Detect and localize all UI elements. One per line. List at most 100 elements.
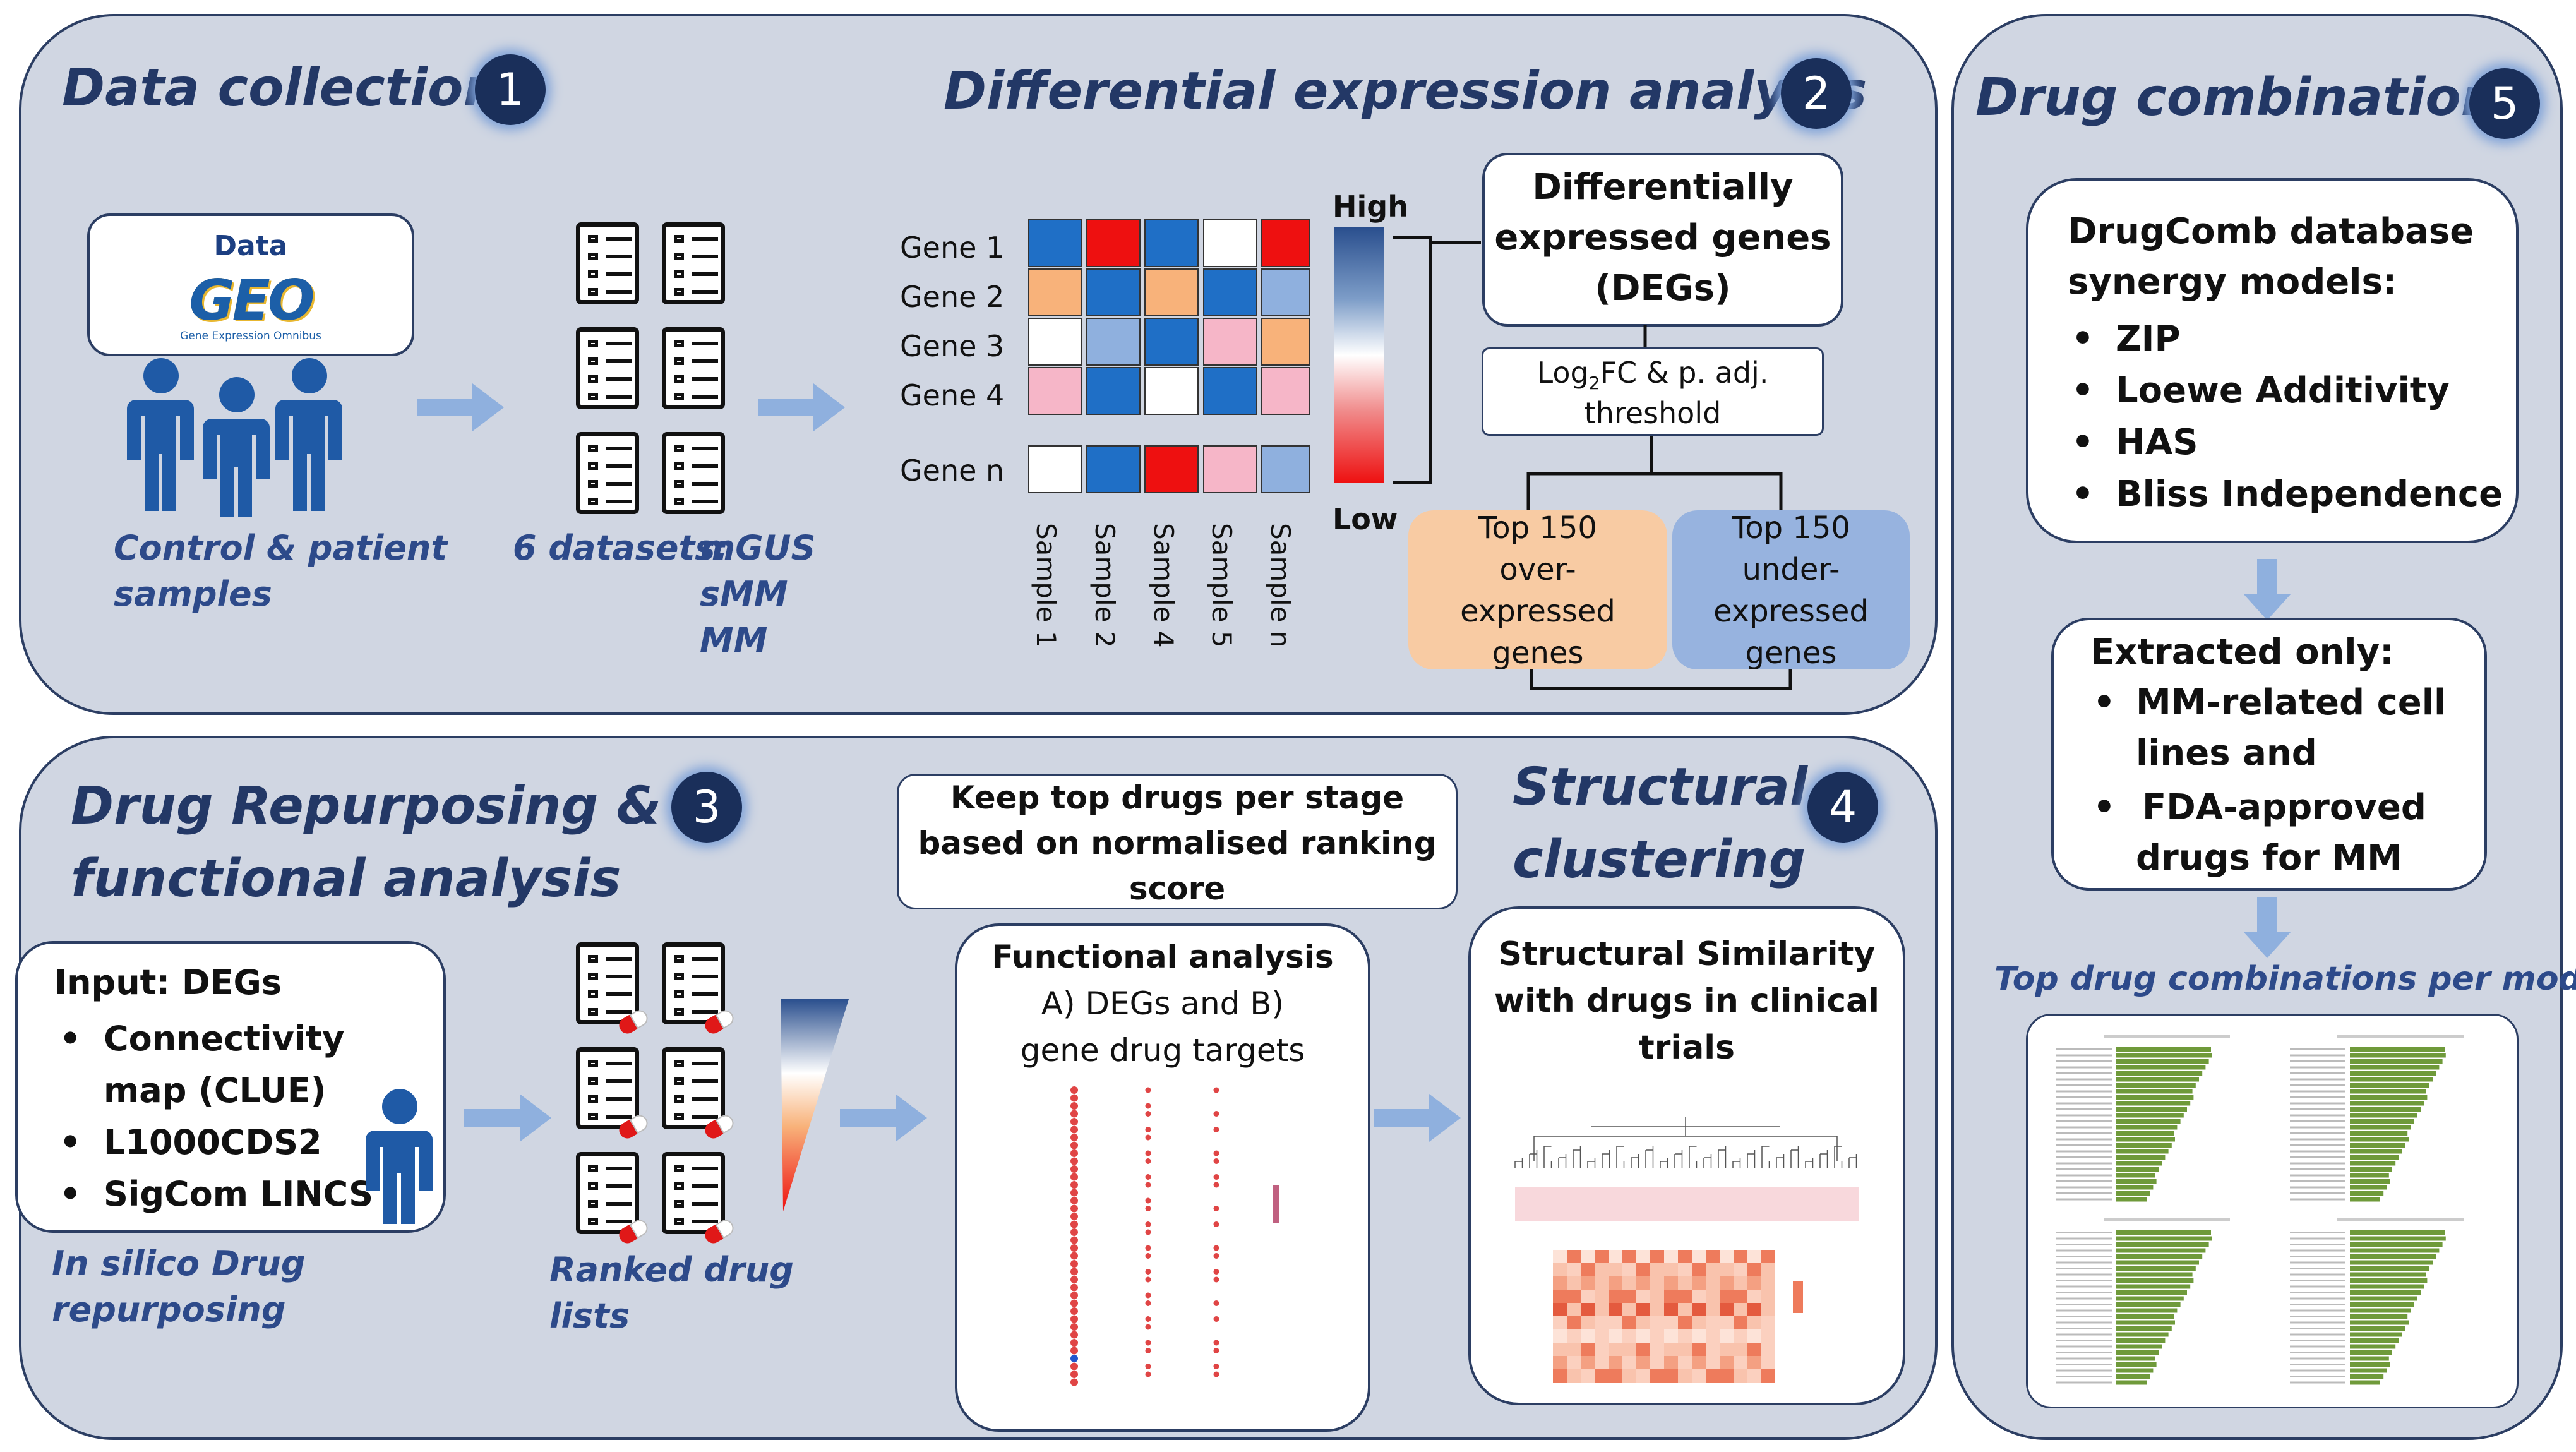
list-line-shape	[606, 1220, 632, 1223]
bar-thumbnail-bar	[2350, 1320, 2409, 1325]
list-line-shape	[606, 1167, 632, 1170]
heatmap-thumbnail-cell	[1692, 1329, 1706, 1343]
heatmap-thumbnail-cell	[1650, 1303, 1664, 1316]
dot-plot-point	[1070, 1252, 1078, 1260]
dot-plot-point	[1145, 1324, 1151, 1330]
dendrogram-thumbnail	[1514, 1117, 1859, 1221]
dot-plot-point	[1070, 1315, 1078, 1323]
heatmap-thumbnail-cell	[1720, 1329, 1734, 1343]
top-drug-combinations-caption: Top drug combinations per model	[1994, 960, 2576, 998]
keep-line: score	[1129, 870, 1226, 907]
bar-thumbnail-bar	[2350, 1155, 2399, 1160]
bar-thumbnail-label-shape	[2056, 1321, 2112, 1324]
heatmap-thumbnail-cell	[1720, 1343, 1734, 1356]
bar-thumbnail-bar	[2116, 1302, 2181, 1307]
dot-plot-point	[1070, 1094, 1078, 1102]
heatmap-cell	[1028, 318, 1082, 366]
bar-thumbnail-label-shape	[2056, 1249, 2112, 1252]
dot-plot-point	[1070, 1173, 1078, 1181]
list-bullet-shape	[674, 1077, 684, 1085]
bar-thumbnail-bar	[2350, 1191, 2384, 1196]
bar-thumbnail-bar	[2350, 1266, 2429, 1271]
heatmap-thumbnail-cell	[1553, 1290, 1567, 1303]
list-bullet-shape	[588, 1165, 598, 1172]
over-line: expressed	[1460, 594, 1615, 629]
heatmap-cell	[1086, 219, 1141, 267]
bar-thumbnail-label-shape	[2056, 1054, 2112, 1057]
bar-thumbnail-label-shape	[2056, 1060, 2112, 1062]
dot-plot-legend-shape	[1273, 1185, 1279, 1223]
gene-label: Gene 1	[900, 231, 1005, 265]
bar-thumbnail-label-shape	[2290, 1232, 2345, 1233]
heatmap-thumbnail-cell	[1609, 1369, 1622, 1383]
bar-thumbnail-label-shape	[2056, 1297, 2112, 1300]
ranked-drug-lists-caption: Ranked drug lists	[549, 1247, 794, 1340]
bar-thumbnail-bar	[2350, 1326, 2405, 1331]
heatmap-thumbnail-cell	[1706, 1263, 1720, 1276]
model-loewe: Loewe Additivity	[2071, 365, 2503, 417]
drugcomb-title-line: synergy models:	[2068, 261, 2397, 303]
bar-thumbnail-label-shape	[2056, 1174, 2112, 1177]
bar-thumbnail-label-shape	[2290, 1285, 2345, 1288]
heatmap-thumbnail-cell	[1622, 1303, 1636, 1316]
datasets-label: 6 datasets:	[513, 528, 729, 568]
heatmap-thumbnail-cell	[1567, 1343, 1581, 1356]
bar-thumbnail-label-shape	[2056, 1340, 2112, 1341]
bar-thumbnail-bar	[2116, 1047, 2211, 1052]
bar-thumbnail-label-shape	[2290, 1138, 2345, 1141]
threshold-line2: threshold	[1584, 396, 1722, 430]
bar-thumbnail-label-shape	[2056, 1309, 2112, 1312]
geo-logo: GEO	[189, 268, 315, 333]
heatmap-thumbnail-cell	[1706, 1343, 1720, 1356]
bar-thumbnail-label-shape	[2290, 1192, 2345, 1194]
threshold-box: Log2FC & p. adj. threshold	[1482, 347, 1824, 436]
bar-thumbnail-bar	[2350, 1173, 2389, 1178]
sample-label: Sample n	[1265, 523, 1296, 648]
bar-thumbnail-bar	[2350, 1197, 2380, 1202]
list-line-shape	[606, 342, 632, 345]
bar-thumbnail-label-shape	[2056, 1333, 2112, 1336]
dot-plot-point	[1070, 1228, 1078, 1236]
bar-thumbnail-bar	[2350, 1344, 2396, 1349]
list-line-shape	[606, 482, 632, 486]
bar-thumbnail-label-shape	[2056, 1120, 2112, 1122]
bar-thumbnail-label-shape	[2290, 1321, 2345, 1324]
data-label: Data	[213, 230, 288, 262]
dot-plot-point	[1145, 1158, 1151, 1164]
list-line-shape	[606, 1184, 632, 1188]
list-bullet-shape	[674, 253, 684, 260]
deg-box: Differentially expressed genes (DEGs)	[1482, 153, 1843, 327]
heatmap-thumbnail-cell	[1706, 1250, 1720, 1263]
bar-thumbnail-label-shape	[2290, 1249, 2345, 1252]
heatmap-thumbnail-cell	[1567, 1263, 1581, 1276]
bar-thumbnail-label-shape	[2290, 1174, 2345, 1177]
extracted-only-box: Extracted only: • MM-related cell lines …	[2051, 618, 2487, 891]
document-list-icon	[576, 327, 639, 409]
bar-thumbnail-bar	[2116, 1326, 2172, 1331]
bar-thumbnail-bar	[2350, 1374, 2384, 1379]
bar-thumbnail-bar	[2116, 1071, 2203, 1076]
heatmap-cell	[1086, 445, 1141, 493]
bar-thumbnail-label-shape	[2290, 1309, 2345, 1312]
caption-line: lists	[549, 1295, 630, 1336]
list-line-shape	[692, 1115, 718, 1119]
dot-plot-point	[1213, 1127, 1219, 1132]
bar-thumbnail-bar	[2350, 1254, 2436, 1259]
list-line-shape	[606, 1062, 632, 1065]
bar-thumbnail-bar	[2350, 1185, 2387, 1190]
section-title-data-collection: Data collection	[62, 58, 500, 118]
bar-thumbnail-label-shape	[2290, 1297, 2345, 1300]
bar-thumbnail-label-shape	[2290, 1168, 2345, 1170]
heatmap-thumbnail-cell	[1567, 1369, 1581, 1383]
heatmap-thumbnail-cell	[1678, 1369, 1692, 1383]
list-line-shape	[606, 377, 632, 381]
arrow-right-icon	[417, 383, 504, 431]
list-line-shape	[692, 1079, 718, 1083]
list-bullet-shape	[674, 1113, 684, 1120]
dot-plot-point	[1213, 1276, 1219, 1283]
list-bullet-shape	[588, 253, 598, 260]
dot-plot-point	[1145, 1253, 1151, 1259]
heatmap-thumbnail-cell	[1706, 1290, 1720, 1303]
dot-plot-point	[1070, 1331, 1078, 1339]
list-line-shape	[606, 272, 632, 276]
